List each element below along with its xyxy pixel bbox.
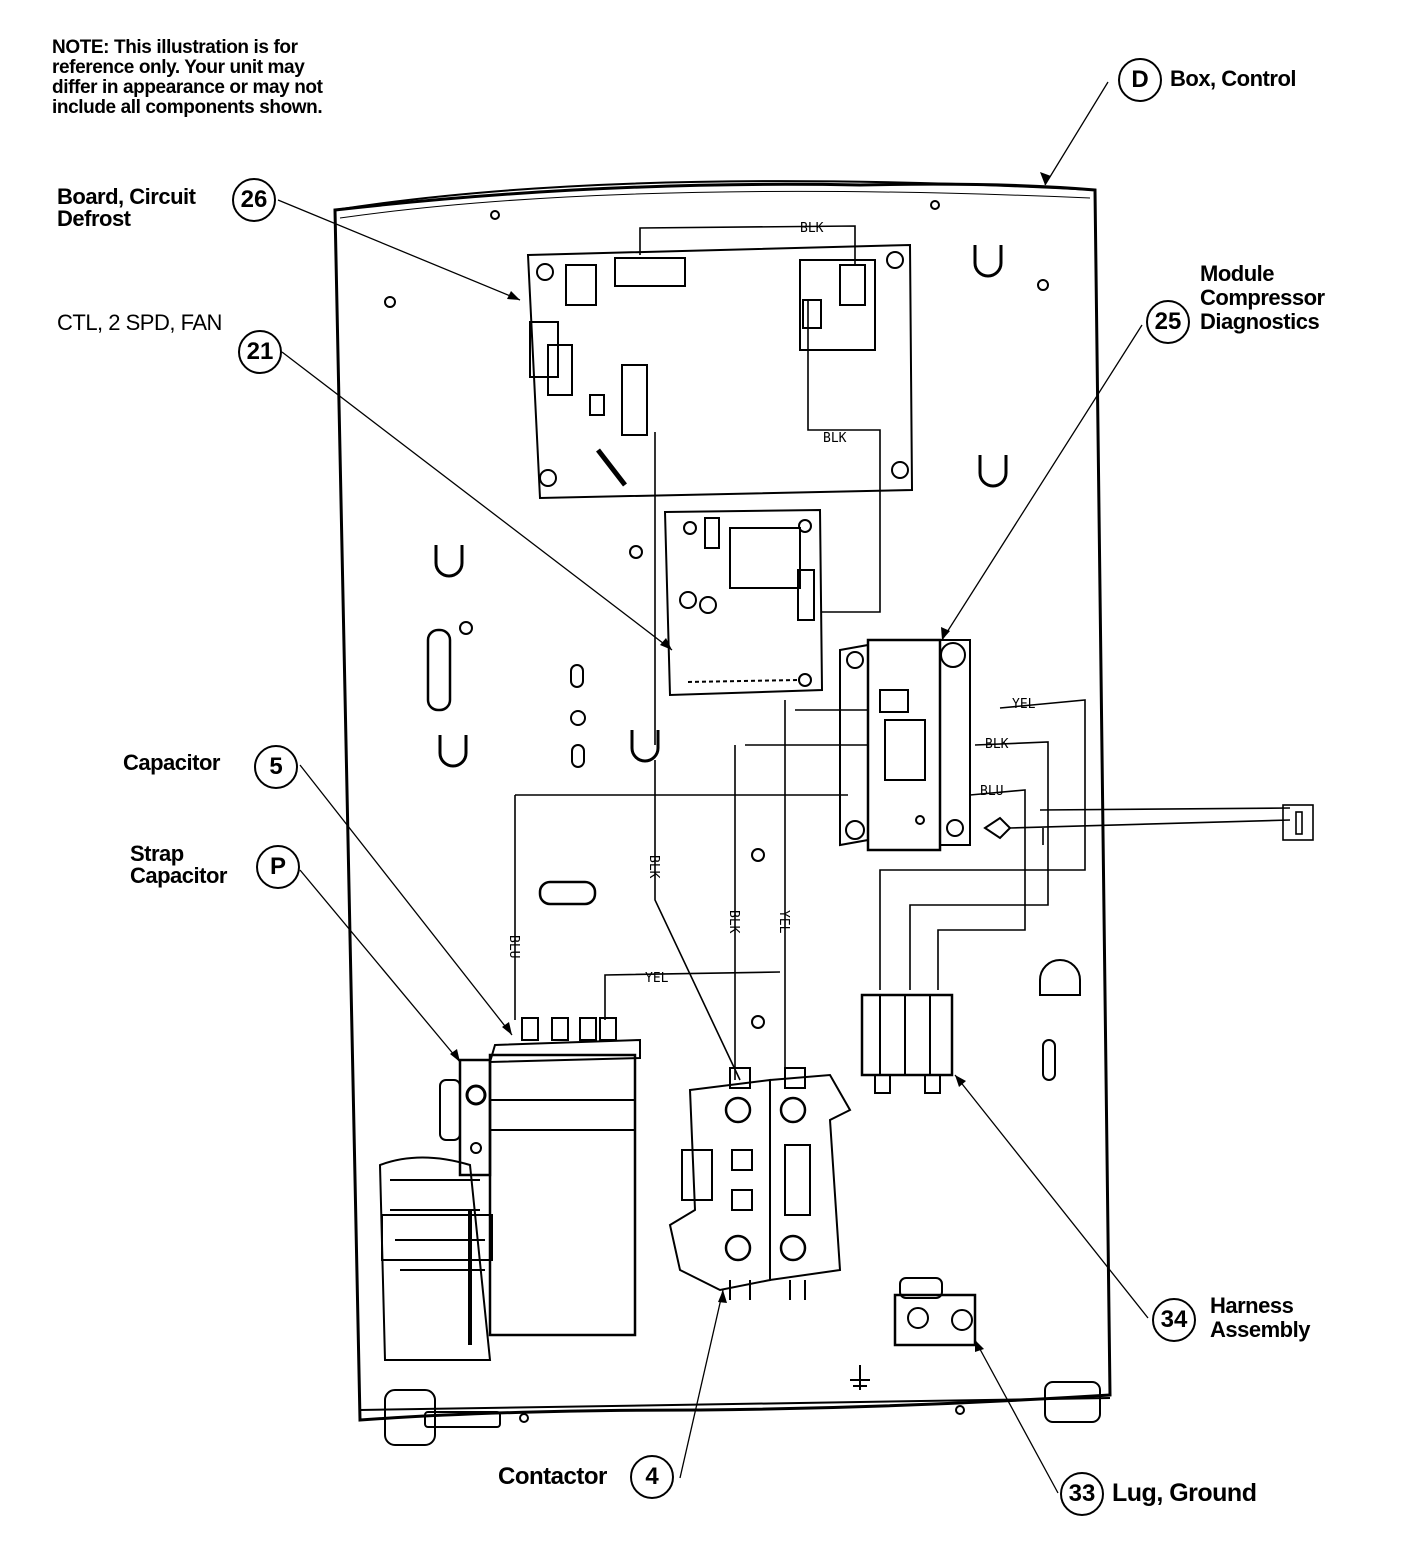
defrost-circuit-board <box>526 243 914 500</box>
callout-34: 34 <box>1152 1298 1196 1342</box>
wire-label-yel-right: YEL <box>1012 697 1036 712</box>
wire-label-blk-mid: BLK <box>823 431 847 446</box>
contactor <box>668 1067 852 1300</box>
label-harness-assembly: Harness Assembly <box>1210 1293 1310 1342</box>
control-box-panel <box>333 180 1112 1446</box>
label-strap-capacitor: Strap Capacitor <box>130 841 227 888</box>
panel-slots <box>426 545 1081 1081</box>
harness-assembly <box>860 993 954 1094</box>
wire-label-blk-top: BLK <box>800 221 824 236</box>
compressor-diagnostics-module <box>839 638 1012 852</box>
label-contactor: Contactor <box>498 1463 607 1490</box>
strap-capacitor <box>439 1058 492 1177</box>
callout-21: 21 <box>238 330 282 374</box>
wire-label-blu-right: BLU <box>980 784 1003 799</box>
leader-arrowheads <box>450 172 1051 1352</box>
label-module-compressor-diagnostics: Module Compressor Diagnostics <box>1200 261 1325 334</box>
wire-label-blu-left: BLU <box>506 935 521 958</box>
wire-label-blk-right: BLK <box>985 737 1009 752</box>
reference-note: NOTE: This illustration is for reference… <box>52 37 323 118</box>
wire-label-yel-center: YEL <box>776 910 791 934</box>
wire-label-blk-left: BLK <box>646 855 661 879</box>
label-ctl-2-spd-fan: CTL, 2 SPD, FAN <box>57 310 222 335</box>
fan-control-board <box>663 508 824 697</box>
callout-p: P <box>256 845 300 889</box>
callout-4: 4 <box>630 1455 674 1499</box>
mounting-clips <box>434 245 1008 768</box>
callout-33: 33 <box>1060 1472 1104 1516</box>
wire-label-blk-center: BLK <box>726 910 741 934</box>
wire-color-labels: BLK BLK YEL BLK BLU BLK BLK YEL BLU YEL <box>506 221 1036 986</box>
wires <box>514 225 1314 1081</box>
callout-d: D <box>1118 58 1162 102</box>
callout-26: 26 <box>232 178 276 222</box>
ground-lug <box>850 1277 977 1390</box>
label-board-circuit-defrost: Board, Circuit Defrost <box>57 184 196 231</box>
label-box-control: Box, Control <box>1170 66 1297 91</box>
leader-lines <box>277 81 1149 1494</box>
callout-25: 25 <box>1146 300 1190 344</box>
label-capacitor: Capacitor <box>123 750 220 775</box>
label-lug-ground: Lug, Ground <box>1112 1479 1257 1507</box>
capacitor <box>378 1017 641 1361</box>
callout-5: 5 <box>254 745 298 789</box>
wire-label-yel-bottom: YEL <box>645 971 669 986</box>
